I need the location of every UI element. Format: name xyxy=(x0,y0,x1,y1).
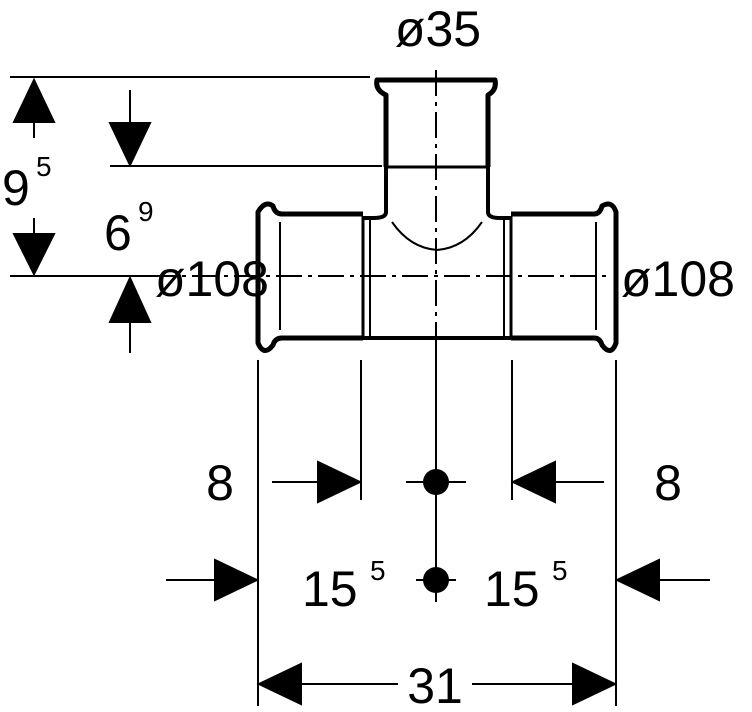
arrow-right-icon xyxy=(572,662,618,706)
right-half-sup: 5 xyxy=(552,555,568,586)
branch-outline xyxy=(363,167,511,220)
left-half-sup: 5 xyxy=(370,555,386,586)
center-point-icon xyxy=(423,469,449,495)
right-half-label: 15 xyxy=(484,561,540,617)
arrow-right-icon xyxy=(214,558,260,602)
left-socket-label: 8 xyxy=(206,455,234,511)
arrow-up-icon xyxy=(12,77,56,123)
arrow-left-icon xyxy=(256,662,302,706)
arrow-left-icon xyxy=(510,460,556,504)
arrow-left-icon xyxy=(614,558,660,602)
arrow-down-icon xyxy=(12,233,56,277)
arrow-up-icon xyxy=(108,275,152,323)
center-point-icon xyxy=(423,567,449,593)
arrow-right-icon xyxy=(317,460,363,504)
dimension-labels: ø35 ø108 ø108 9 5 6 9 8 8 15 5 15 5 31 xyxy=(2,1,735,712)
total-length-label: 31 xyxy=(407,658,463,712)
right-socket-label: 8 xyxy=(654,455,682,511)
top-diameter-label: ø35 xyxy=(395,1,481,57)
left-socket-outline xyxy=(255,201,363,353)
dimension-lines xyxy=(12,77,710,706)
total-height-label: 9 xyxy=(2,160,30,216)
right-socket-outline xyxy=(511,201,619,353)
left-diameter-label: ø108 xyxy=(155,251,269,307)
total-height-sup: 5 xyxy=(36,151,52,182)
arrow-down-icon xyxy=(108,122,152,168)
inner-height-label: 6 xyxy=(104,205,132,261)
inner-height-sup: 9 xyxy=(138,196,154,227)
right-diameter-label: ø108 xyxy=(621,251,735,307)
left-half-label: 15 xyxy=(302,561,358,617)
extension-lines xyxy=(10,76,617,706)
